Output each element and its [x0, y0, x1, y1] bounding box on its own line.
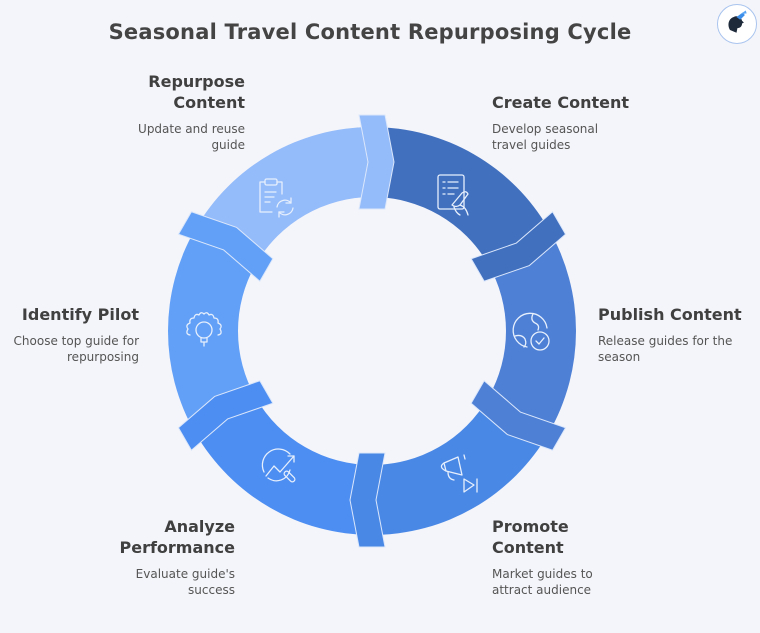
segment-publish [488, 229, 576, 433]
diagram-title: Seasonal Travel Content Repurposing Cycl… [108, 20, 632, 44]
connector-arrow [470, 379, 567, 451]
logo [717, 4, 757, 44]
connector-arrow [177, 211, 274, 283]
megaphone-play-icon [440, 454, 478, 493]
stage-title: Create Content [492, 93, 630, 112]
stage-title: Identify Pilot [21, 305, 139, 324]
document-pen-icon [437, 174, 469, 216]
connector-arrow [349, 452, 386, 548]
clipboard-refresh-icon [259, 178, 294, 218]
chart-magnifier-icon [261, 448, 296, 483]
connector-arrow [177, 380, 274, 452]
connector-arrow [470, 210, 567, 282]
globe-check-icon [512, 312, 550, 351]
stage-title: Publish Content [598, 305, 742, 324]
connector-arrow [358, 114, 395, 210]
gear-lightbulb-icon [186, 312, 222, 347]
segment-analyze [195, 398, 372, 535]
brand-head-icon [728, 10, 747, 33]
